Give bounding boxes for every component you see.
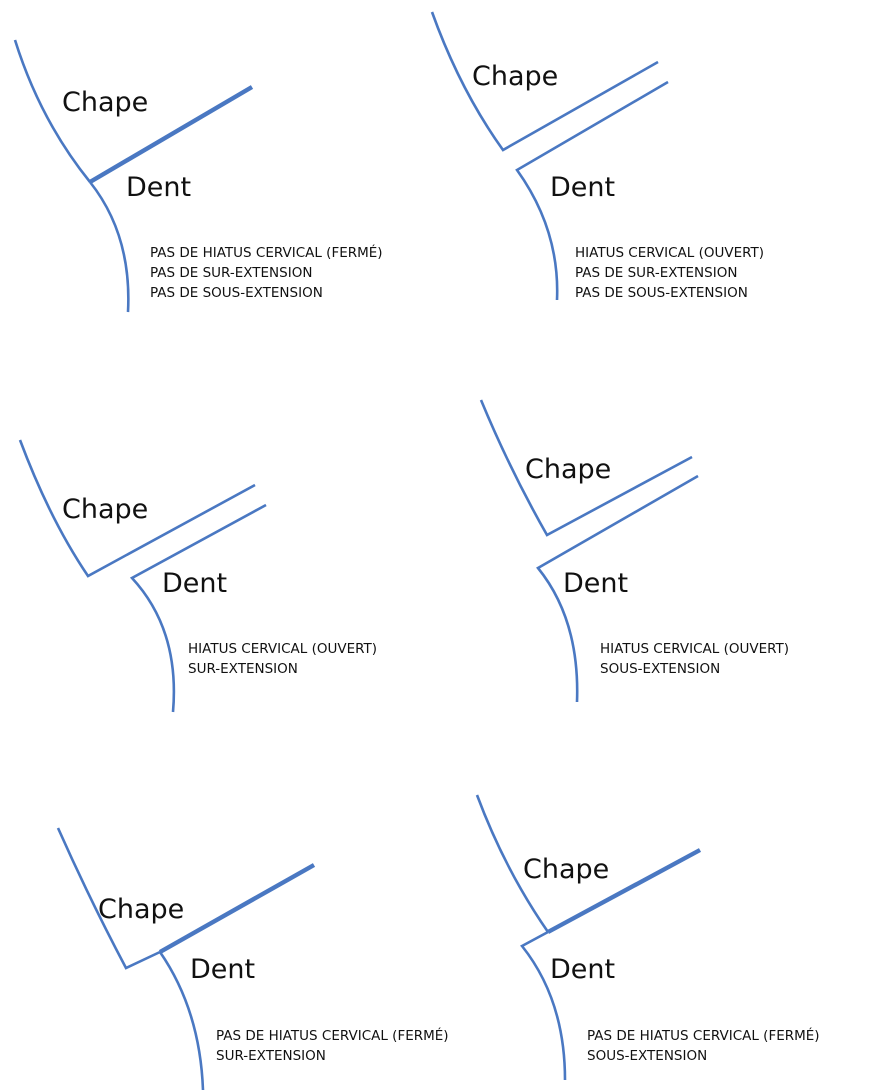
- chape-label: Chape: [472, 61, 558, 92]
- crown-outline: [56, 827, 161, 970]
- note-line: PAS DE SUR-EXTENSION: [575, 265, 737, 281]
- crown-margin: [546, 848, 702, 934]
- note-line: PAS DE SOUS-EXTENSION: [575, 285, 748, 301]
- note-line: PAS DE SOUS-EXTENSION: [150, 285, 323, 301]
- panel-open-under-extension: Chape Dent HIATUS CERVICAL (OUVERT) SOUS…: [479, 399, 789, 703]
- chape-label: Chape: [523, 854, 609, 885]
- dent-label: Dent: [550, 954, 615, 985]
- note-line: SOUS-EXTENSION: [587, 1048, 707, 1064]
- note-line: SUR-EXTENSION: [216, 1048, 326, 1064]
- note-line: SOUS-EXTENSION: [600, 661, 720, 677]
- crown-margin: [88, 85, 254, 184]
- panel-closed-over-extension: Chape Dent PAS DE HIATUS CERVICAL (FERMÉ…: [56, 827, 449, 1090]
- note-line: PAS DE HIATUS CERVICAL (FERMÉ): [150, 244, 383, 261]
- crown-margin: [158, 863, 316, 954]
- note-line: PAS DE HIATUS CERVICAL (FERMÉ): [587, 1027, 820, 1044]
- dent-label: Dent: [550, 172, 615, 203]
- chape-label: Chape: [525, 454, 611, 485]
- note-line: HIATUS CERVICAL (OUVERT): [188, 641, 377, 657]
- dent-label: Dent: [563, 568, 628, 599]
- tooth-outline: [520, 930, 567, 1081]
- chape-label: Chape: [62, 494, 148, 525]
- note-line: PAS DE HIATUS CERVICAL (FERMÉ): [216, 1027, 449, 1044]
- note-line: HIATUS CERVICAL (OUVERT): [575, 245, 764, 261]
- panel-open: Chape Dent HIATUS CERVICAL (OUVERT) PAS …: [430, 11, 764, 301]
- chape-label: Chape: [98, 894, 184, 925]
- panel-closed-flush: Chape Dent PAS DE HIATUS CERVICAL (FERMÉ…: [13, 39, 383, 313]
- tooth-outline: [536, 474, 699, 703]
- panel-closed-under-extension: Chape Dent PAS DE HIATUS CERVICAL (FERMÉ…: [475, 794, 820, 1081]
- note-line: SUR-EXTENSION: [188, 661, 298, 677]
- crown-outline: [430, 11, 659, 152]
- crown-outline: [475, 794, 550, 933]
- tooth-outline: [515, 80, 669, 301]
- crown-outline: [479, 399, 693, 537]
- tooth-outline: [88, 181, 130, 313]
- dent-label: Dent: [190, 954, 255, 985]
- dent-label: Dent: [126, 172, 191, 203]
- chape-label: Chape: [62, 87, 148, 118]
- note-line: HIATUS CERVICAL (OUVERT): [600, 641, 789, 657]
- panel-open-over-extension: Chape Dent HIATUS CERVICAL (OUVERT) SUR-…: [18, 439, 377, 713]
- tooth-outline: [129, 503, 267, 713]
- crown-outline: [13, 39, 92, 183]
- note-line: PAS DE SUR-EXTENSION: [150, 265, 312, 281]
- dent-label: Dent: [162, 568, 227, 599]
- crown-outline: [18, 439, 256, 578]
- tooth-outline: [158, 951, 205, 1090]
